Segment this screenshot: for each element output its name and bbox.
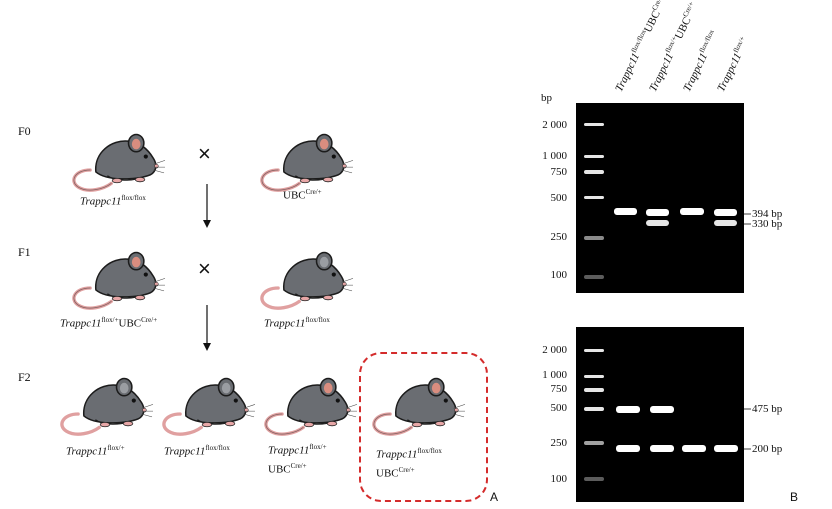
ladder-band [584,196,604,199]
ladder-band [584,477,604,481]
ladder-label: 100 [550,269,568,281]
ladder-band [584,375,604,378]
band-size-label: 394 bp [752,208,783,220]
gel-bottom-bands [584,349,738,481]
mouse-icon [68,122,166,194]
ladder-label: 500 [550,402,568,414]
tick-marks [744,408,751,450]
ladder-band [584,236,604,240]
panel-letter-a: A [490,490,499,504]
ladder-label: 1 000 [542,369,567,381]
mouse-icon [256,122,354,194]
gel-band [650,445,674,452]
gel-band [680,208,704,215]
ladder-band [584,275,604,279]
band-size-label: 330 bp [752,218,783,230]
ladder-band [584,349,604,352]
band-size-label: 475 bp [752,403,783,415]
cross-symbol: × [198,256,211,281]
ladder-label: 1 000 [542,150,567,162]
gel-top [576,103,744,293]
gel-band [614,208,637,215]
mouse-icon [260,366,358,438]
gel-band [616,406,640,413]
gel-band [714,209,737,216]
tick-marks [744,213,751,225]
ladder-band [584,123,604,126]
highlight-box [359,352,488,502]
panel-letter-b: B [790,490,799,504]
lane-label-4: Trappc11flox/+ [715,35,747,94]
genotype-label-f2-3: Trappc11flox/+ UBCCre/+ [268,443,327,476]
genotype-label-f1-left: Trappc11flox/+UBCCre/+ [60,316,158,330]
band-size-label: 200 bp [752,443,783,455]
genotype-label-f1-right: Trappc11flox/flox [264,316,330,330]
ladder-band [584,170,604,174]
ladder-label: 100 [550,473,568,485]
gel-band [646,220,669,226]
generation-label-f2: F2 [18,370,31,384]
ladder-label: 2 000 [542,344,567,356]
genotype-label-f0-left: Trappc11flox/flox [80,194,146,208]
arrow-down-icon [203,184,211,228]
arrow-down-icon [203,305,211,351]
ladder-label: 2 000 [542,119,567,131]
ladder-band [584,441,604,445]
genotype-label-f2-1: Trappc11flox/+ [66,444,125,458]
gel-band [682,445,706,452]
gel-band [616,445,640,452]
ladder-band [584,155,604,158]
ladder-label: 500 [550,192,568,204]
generation-label-f1: F1 [18,245,31,259]
ladder-band [584,407,604,411]
ladder-band [584,388,604,392]
generation-label-f0: F0 [18,124,31,138]
gel-top-bands [584,123,737,279]
genotype-label-f2-2: Trappc11flox/flox [164,444,230,458]
ladder-label: 750 [550,166,568,178]
gel-band [650,406,674,413]
gel-band [714,220,737,226]
genotype-label-f0-right: UBCCre/+ [283,188,322,202]
mouse-icon [68,240,166,312]
gel-band [714,445,738,452]
genotype-label-f2-4: Trappc11flox/flox UBCCre/+ [376,447,442,480]
mouse-icon [256,240,354,312]
mouse-icon [56,366,154,438]
cross-symbol: × [198,141,211,166]
gel-bottom [576,327,744,502]
ladder-label: 750 [550,383,568,395]
ladder-label: 250 [550,231,568,243]
ladder-label: 250 [550,437,568,449]
unit-label: bp [541,92,552,104]
gel-band [646,209,669,216]
mouse-icon [158,366,256,438]
